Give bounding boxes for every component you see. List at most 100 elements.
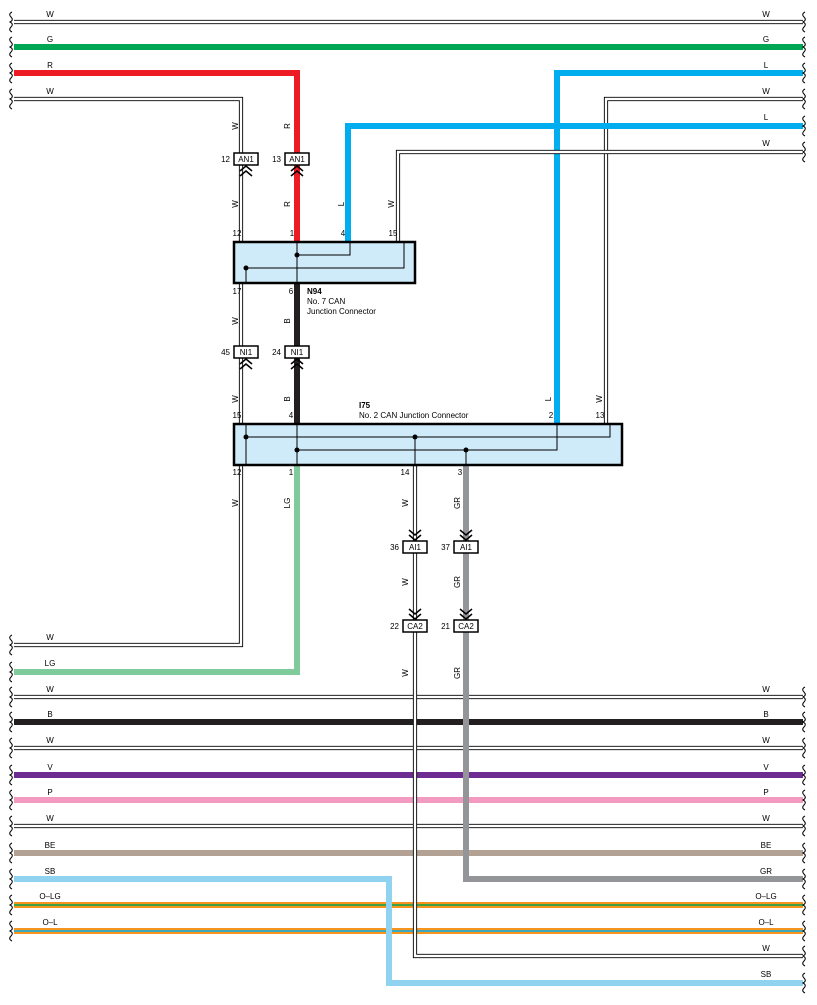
wire-break-right-5 <box>801 141 806 163</box>
inline-connector-an1_b: AN1 13 <box>272 152 310 177</box>
inline-connector-name: NI1 <box>291 348 304 357</box>
i75-pin-bottom-1: 1 <box>289 468 294 477</box>
bus-label-left-w_b4: W <box>46 814 54 823</box>
bus-label-right-v: V <box>763 763 769 772</box>
n94-connector <box>232 240 417 285</box>
inline-connector-ai1_a: AI1 36 <box>390 529 428 554</box>
wire-break-right-0 <box>801 11 806 33</box>
i75-connector <box>232 422 624 467</box>
bus-label-right-w1: W <box>762 87 770 96</box>
wire-label-gr: GR <box>453 576 462 588</box>
bus-label-right-ol: O–L <box>758 918 774 927</box>
inline-connector-pin: 22 <box>390 622 399 631</box>
wire-break-right-16 <box>801 945 806 967</box>
wire-label-w: W <box>231 200 240 208</box>
i75-internal-3 <box>246 424 611 438</box>
n94-internal-4 <box>297 242 351 256</box>
wire-break-right-2 <box>801 62 806 84</box>
wire-break-left-1 <box>8 36 13 58</box>
wire-lg <box>14 465 300 675</box>
n94-pin-top-1: 1 <box>290 229 295 238</box>
wire-break-left-13 <box>8 868 13 890</box>
bus-label-left-lg: LG <box>45 659 56 668</box>
i75-internal-4 <box>297 424 558 451</box>
i75-pin-top-3: 13 <box>596 411 605 420</box>
bus-label-right-l1: L <box>764 61 769 70</box>
wire-w-right-2 <box>395 149 803 242</box>
inline-connector-name: AN1 <box>289 155 305 164</box>
inline-connector-ca2_a: CA2 22 <box>390 608 428 633</box>
n94-pin-bottom-1: 6 <box>289 287 294 296</box>
n94-pin-top-3: 15 <box>389 229 398 238</box>
n94-internal-2 <box>246 242 405 269</box>
bus-label-left-be: BE <box>45 841 56 850</box>
wire-break-left-6 <box>8 686 13 708</box>
bus-label-left-w_top: W <box>46 10 54 19</box>
wire-label-b: B <box>283 318 292 323</box>
inline-connector-name: AN1 <box>238 155 254 164</box>
wire-w-left <box>14 96 244 242</box>
i75-junction-dot-1 <box>243 434 249 440</box>
bus-label-left-r: R <box>47 61 53 70</box>
wire-break-left-12 <box>8 842 13 864</box>
wire-break-right-13 <box>801 868 806 890</box>
inline-connector-pin: 13 <box>272 155 281 164</box>
bus-label-right-w2: W <box>762 139 770 148</box>
wire-label-l: L <box>544 396 553 401</box>
bus-label-left-w_b2: W <box>46 685 54 694</box>
inline-connector-pin: 24 <box>272 348 281 357</box>
wire-break-left-8 <box>8 737 13 759</box>
inline-connector-ni1_b: NI1 24 <box>272 345 310 370</box>
inline-connector-name: AI1 <box>460 543 473 552</box>
wire-l-2 <box>345 123 803 242</box>
inline-connector-name: CA2 <box>407 622 423 631</box>
wire-break-right-1 <box>801 36 806 58</box>
inline-connector-name: AI1 <box>409 543 422 552</box>
i75-junction-dot-3 <box>294 447 300 453</box>
n94-pin-bottom-0: 17 <box>233 287 242 296</box>
i75-id: I75 <box>359 401 371 410</box>
wire-label-w: W <box>401 578 410 586</box>
wire-w-right-1 <box>603 96 803 424</box>
wire-break-left-15 <box>8 920 13 942</box>
wire-label-w: W <box>387 200 396 208</box>
i75-pin-top-2: 2 <box>549 411 554 420</box>
wire-label-r: R <box>283 201 292 207</box>
n94-id: N94 <box>307 287 322 296</box>
bus-label-left-g: G <box>47 35 53 44</box>
bus-label-right-olg: O–LG <box>755 892 776 901</box>
wire-break-right-17 <box>801 972 806 994</box>
wire-label-w: W <box>231 499 240 507</box>
wire-break-right-14 <box>801 894 806 916</box>
wire-break-right-3 <box>801 88 806 110</box>
i75-pin-bottom-3: 3 <box>458 468 463 477</box>
wire-gr <box>463 465 803 882</box>
bus-label-left-p: P <box>47 788 52 797</box>
wire-w-down-1 <box>14 465 244 648</box>
wire-label-gr: GR <box>453 667 462 679</box>
n94-junction-dot-1 <box>243 265 249 271</box>
wire-break-right-4 <box>801 115 806 137</box>
inline-connector-pin: 36 <box>390 543 399 552</box>
wire-break-left-9 <box>8 764 13 786</box>
wire-break-left-5 <box>8 661 13 683</box>
wire-label-gr: GR <box>453 497 462 509</box>
n94-junction-dot-2 <box>294 252 300 258</box>
n94-title-line2: Junction Connector <box>307 307 376 316</box>
wire-break-right-6 <box>801 686 806 708</box>
wire-break-right-7 <box>801 711 806 733</box>
wire-r <box>14 70 300 242</box>
wire-break-right-10 <box>801 789 806 811</box>
wire-label-w: W <box>231 395 240 403</box>
bus-label-right-w_b5: W <box>762 944 770 953</box>
bus-label-right-l2: L <box>764 113 769 122</box>
n94-pin-top-2: 4 <box>341 229 346 238</box>
wire-break-right-15 <box>801 920 806 942</box>
bus-label-left-ol: O–L <box>42 918 58 927</box>
wire-break-left-10 <box>8 789 13 811</box>
wire-w-down-2 <box>412 465 803 959</box>
wire-break-left-14 <box>8 894 13 916</box>
wire-sb <box>14 876 803 986</box>
